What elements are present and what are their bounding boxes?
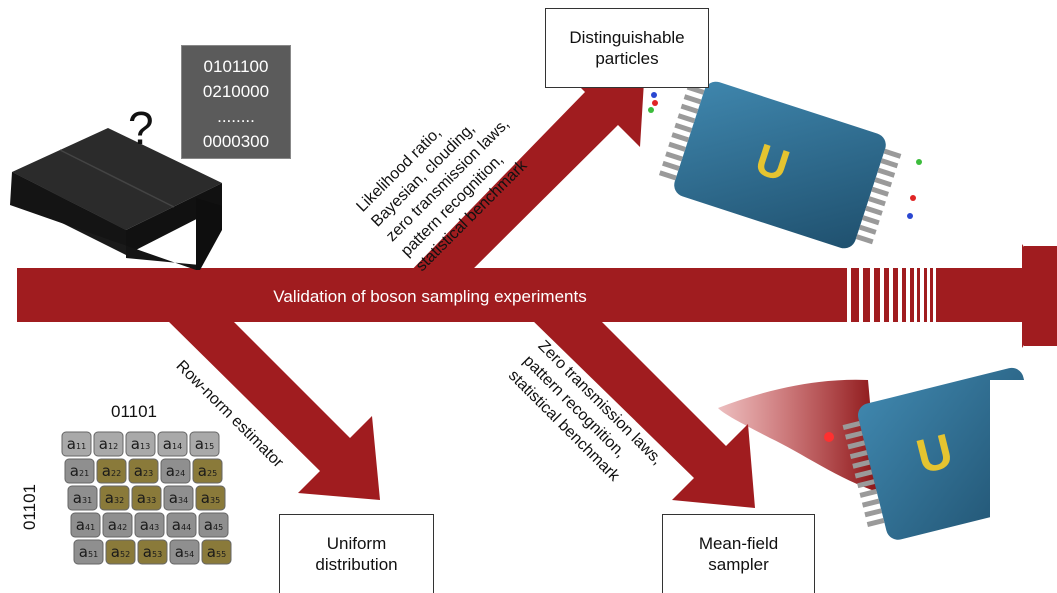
matrix-cell-label: a14: [163, 435, 182, 453]
main-arrow: [17, 244, 1057, 348]
matrix-cell-label: a34: [169, 489, 188, 507]
output-samples-panel: 0101100 0210000 ........ 0000300: [181, 45, 291, 159]
matrix-cell: [160, 458, 191, 484]
distinguishable-particles-box: Distinguishable particles: [545, 8, 709, 88]
matrix-cell: [70, 512, 101, 538]
matrix-cell: [102, 512, 133, 538]
matrix-cell: [166, 512, 197, 538]
uniform-distribution-box: Uniform distribution: [279, 514, 434, 593]
matrix-cell: [131, 485, 162, 511]
unitary-device-upper: [658, 81, 902, 249]
sample-string: 0000300: [202, 132, 270, 151]
matrix-cell: [195, 485, 226, 511]
matrix-column-label: 01101: [111, 402, 158, 421]
sample-string: 0101100: [203, 57, 269, 76]
mean-field-beam: [718, 379, 878, 492]
device-crop-mask: [990, 380, 1057, 540]
matrix-cell-label: a22: [102, 462, 121, 480]
matrix-cell-label: a53: [143, 543, 162, 561]
matrix-cell: [198, 512, 229, 538]
main-arrow-label: Validation of boson sampling experiments: [273, 287, 586, 306]
mean-field-sampler-box: Mean-field sampler: [662, 514, 815, 593]
matrix-cell: [128, 458, 159, 484]
unitary-submatrix: a11 a12 a13 a14 a15 a21 a22 a23 a24 a25 a31 a32 a33 a…: [61, 431, 232, 565]
upper-branch-arrow: [400, 65, 645, 282]
matrix-cell: [125, 431, 156, 457]
matrix-cell: [105, 539, 136, 565]
matrix-cell: [64, 458, 95, 484]
matrix-cell-label: a55: [207, 543, 226, 561]
matrix-cell: [93, 431, 124, 457]
lower-right-branch-arrow: [530, 318, 755, 508]
matrix-cell-label: a54: [175, 543, 194, 561]
matrix-cell: [61, 431, 92, 457]
matrix-cell-label: a11: [67, 435, 86, 453]
matrix-cell: [169, 539, 200, 565]
matrix-cell-label: a12: [99, 435, 118, 453]
matrix-cell-label: a51: [79, 543, 98, 561]
photon-dots-output: [907, 159, 922, 219]
matrix-cell-label: a52: [111, 543, 130, 561]
matrix-cell: [96, 458, 127, 484]
question-mark: ?: [128, 102, 154, 154]
matrix-cell: [67, 485, 98, 511]
matrix-cell: [99, 485, 130, 511]
matrix-cell: [157, 431, 188, 457]
matrix-cell-label: a45: [204, 516, 223, 534]
matrix-row-label: 01101: [20, 483, 39, 530]
matrix-cell-label: a35: [201, 489, 220, 507]
photon-dots-input: [648, 92, 658, 113]
matrix-cell-label: a21: [70, 462, 89, 480]
sample-string: ........: [217, 107, 255, 126]
matrix-cell-label: a23: [134, 462, 153, 480]
matrix-cell-label: a24: [166, 462, 185, 480]
matrix-cell-label: a42: [108, 516, 127, 534]
matrix-cell-label: a33: [137, 489, 156, 507]
lower-left-branch-arrow: [165, 318, 380, 500]
black-box-icon: [10, 128, 222, 270]
matrix-cell: [192, 458, 223, 484]
matrix-cell: [134, 512, 165, 538]
matrix-cell: [137, 539, 168, 565]
matrix-cell-label: a43: [140, 516, 159, 534]
matrix-cell: [73, 539, 104, 565]
matrix-cell-label: a15: [195, 435, 214, 453]
matrix-cell-label: a44: [172, 516, 191, 534]
matrix-cell-label: a31: [73, 489, 92, 507]
matrix-cell: [163, 485, 194, 511]
matrix-cell: [189, 431, 220, 457]
matrix-cell: [201, 539, 232, 565]
matrix-cell-label: a41: [76, 516, 95, 534]
sample-string: 0210000: [202, 82, 270, 101]
matrix-cell-label: a13: [131, 435, 150, 453]
matrix-cell-label: a32: [105, 489, 124, 507]
matrix-cell-label: a25: [198, 462, 217, 480]
